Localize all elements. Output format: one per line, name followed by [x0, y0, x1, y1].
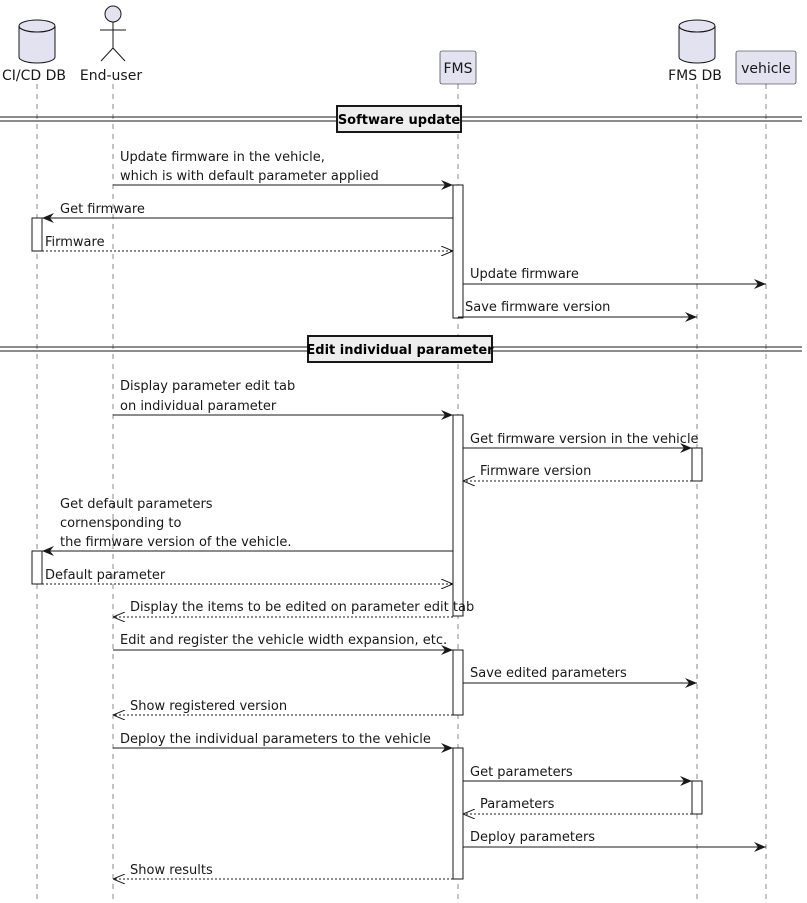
lifelines — [36, 84, 767, 900]
message: Display the items to be edited on parame… — [113, 600, 474, 617]
separator-title: Software update — [338, 113, 461, 128]
activation-cicd — [31, 217, 43, 252]
participant-cicd[interactable]: CI/CD DB — [2, 19, 66, 84]
message-label: Save edited parameters — [470, 666, 627, 681]
participant-label-fms: FMS — [443, 61, 472, 77]
participant-vehicle[interactable]: vehicle — [735, 50, 797, 85]
message: Get default parameters cornensponding to… — [42, 497, 453, 556]
message-label: Display the items to be edited on parame… — [130, 600, 474, 615]
activations — [31, 184, 703, 880]
activation-fmsdb — [691, 780, 703, 815]
participant-box — [735, 50, 797, 85]
message-label: Get firmware — [60, 202, 145, 217]
message-label: Display parameter edit tab — [120, 379, 295, 394]
message-label: Deploy the individual parameters to the … — [120, 732, 431, 747]
message: Update firmware — [463, 267, 766, 289]
actor-icon — [100, 5, 126, 62]
activation-cicd — [31, 550, 43, 585]
message: Show results — [113, 863, 453, 879]
message: Save edited parameters — [463, 666, 697, 688]
message: Deploy the individual parameters to the … — [113, 732, 453, 753]
activation-fmsdb — [691, 447, 703, 482]
participant-label-user: End-user — [80, 68, 142, 84]
database-icon — [18, 19, 56, 64]
message: Parameters — [463, 797, 692, 814]
message-label: Update firmware in the vehicle, — [120, 150, 325, 165]
message: Deploy parameters — [463, 830, 766, 852]
activation-fms — [452, 747, 464, 880]
activation-fms — [452, 414, 464, 617]
message: Firmware — [42, 235, 453, 251]
participant-box — [439, 50, 477, 85]
message: Get parameters — [463, 765, 692, 786]
message: Edit and register the vehicle width expa… — [113, 633, 453, 655]
message-label: which is with default parameter applied — [120, 169, 379, 184]
message-label: Default parameter — [45, 568, 166, 583]
message: Default parameter — [42, 568, 453, 584]
message-label: the firmware version of the vehicle. — [60, 535, 292, 550]
message-label: Show registered version — [130, 699, 287, 714]
message: Get firmware — [42, 202, 453, 223]
participant-label-vehicle: vehicle — [741, 61, 791, 77]
separator-software-update: Software update — [0, 105, 802, 133]
message: Display parameter edit tab on individual… — [113, 379, 453, 420]
message-label: Firmware version — [480, 464, 591, 479]
participant-fms[interactable]: FMS — [439, 50, 477, 85]
message-label: Edit and register the vehicle width expa… — [120, 633, 447, 648]
message: Show registered version — [113, 699, 453, 715]
activation-fms — [452, 649, 464, 716]
message-label: cornensponding to — [60, 516, 181, 531]
activation-fms — [452, 184, 464, 319]
message-label: Get firmware version in the vehicle — [470, 432, 699, 447]
message-label: Firmware — [45, 235, 105, 250]
message-label: Parameters — [480, 797, 555, 812]
separator-edit-individual-parameter: Edit individual parameter — [0, 335, 802, 363]
message-label: Show results — [130, 863, 213, 878]
participant-label-fmsdb: FMS DB — [668, 68, 722, 84]
participant-user[interactable]: End-user — [80, 5, 142, 84]
message: Firmware version — [463, 464, 692, 481]
message-label: Get default parameters — [60, 497, 213, 512]
message-label: Get parameters — [470, 765, 573, 780]
message: Update firmware in the vehicle, which is… — [113, 150, 453, 190]
separator-title: Edit individual parameter — [306, 343, 494, 358]
participant-fmsdb[interactable]: FMS DB — [668, 19, 722, 84]
database-icon — [678, 19, 716, 64]
message-label: on individual parameter — [120, 399, 277, 414]
participant-label-cicd: CI/CD DB — [2, 68, 66, 84]
message: Save firmware version — [458, 300, 697, 322]
message-label: Deploy parameters — [470, 830, 595, 845]
message: Get firmware version in the vehicle — [463, 432, 699, 453]
message-label: Save firmware version — [465, 300, 610, 315]
message-label: Update firmware — [470, 267, 579, 282]
